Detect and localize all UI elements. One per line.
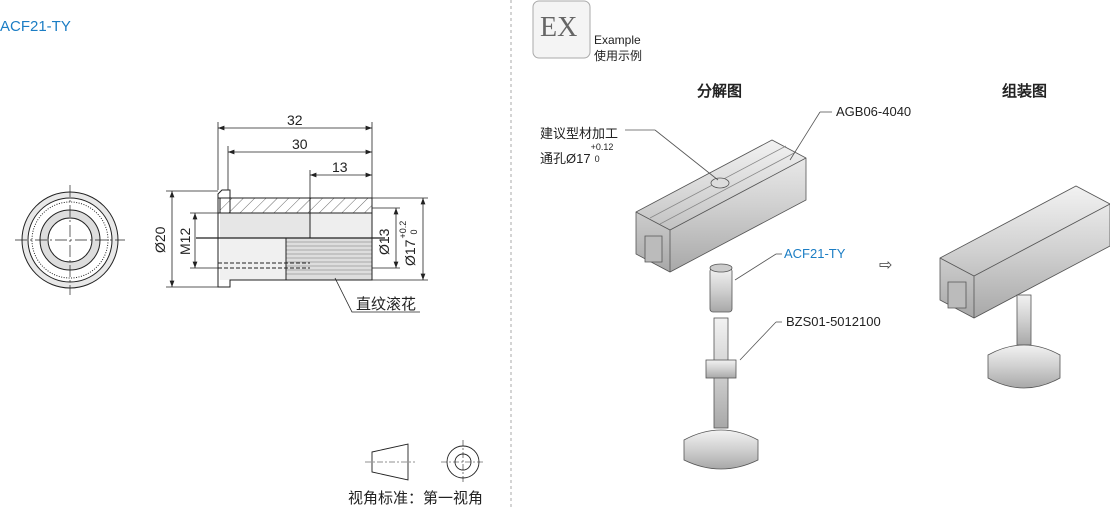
dim-outer-tol-upper: +0.2 [398,220,408,239]
assembled-view [939,185,1110,389]
profile-part-label: AGB06-4040 [836,104,912,119]
dim-thread: M12 [177,227,193,255]
hole-tol-upper: +0.12 [590,142,614,152]
dim-body-length: 30 [292,136,308,152]
front-view [15,185,125,295]
part-number-title: ACF21-TY [0,18,71,35]
example-badge-text: EX [540,12,578,43]
dim-outer-tol-lower: 0 [409,229,419,235]
dimension-lines [166,122,428,313]
dim-flange-dia: Ø20 [152,226,168,253]
exploded-view-title: 分解图 [697,83,743,100]
dim-outer-dia: Ø17 [402,239,418,266]
machining-note: 建议型材加工 [540,126,619,141]
insert-part-label: ACF21-TY [784,246,846,261]
first-angle-projection-symbol [365,440,485,484]
assembled-view-title: 组装图 [1002,83,1048,100]
hole-note: 通孔Ø17+0.12 0 [540,143,619,167]
exploded-profile [625,111,832,273]
exploded-insert-and-leveler [683,253,782,470]
dim-knurl-length: 13 [332,159,348,175]
dim-overall-length: 32 [287,112,303,128]
dim-inner-dia: Ø13 [376,228,392,255]
projection-label: 视角标准：第一视角 [348,490,484,507]
example-label-cn: 使用示例 [594,49,643,63]
side-section-view [196,189,385,288]
example-label-en: Example [594,33,641,47]
hole-note-text: 通孔Ø17 [540,151,591,166]
leveler-part-label: BZS01-5012100 [786,314,881,329]
knurl-label: 直纹滚花 [356,296,417,313]
example-badge-icon [532,0,591,59]
hole-tol-lower: 0 [594,154,600,164]
assembly-arrow-icon: ⇨ [879,257,893,274]
